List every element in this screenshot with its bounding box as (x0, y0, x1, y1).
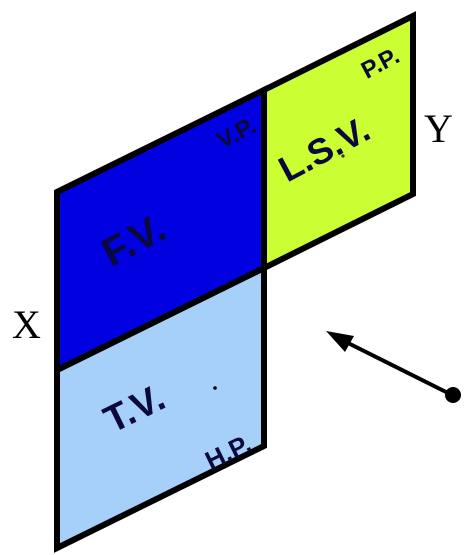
dot-mark (213, 386, 217, 390)
profile-plane (261, 11, 416, 273)
dot-mark (341, 154, 345, 158)
axis-label-y: Y (424, 106, 453, 151)
arrow-head-icon (326, 331, 354, 352)
viewing-arrow-shaft (345, 340, 451, 396)
viewer-point (445, 387, 461, 403)
axis-label-x: X (12, 302, 41, 347)
